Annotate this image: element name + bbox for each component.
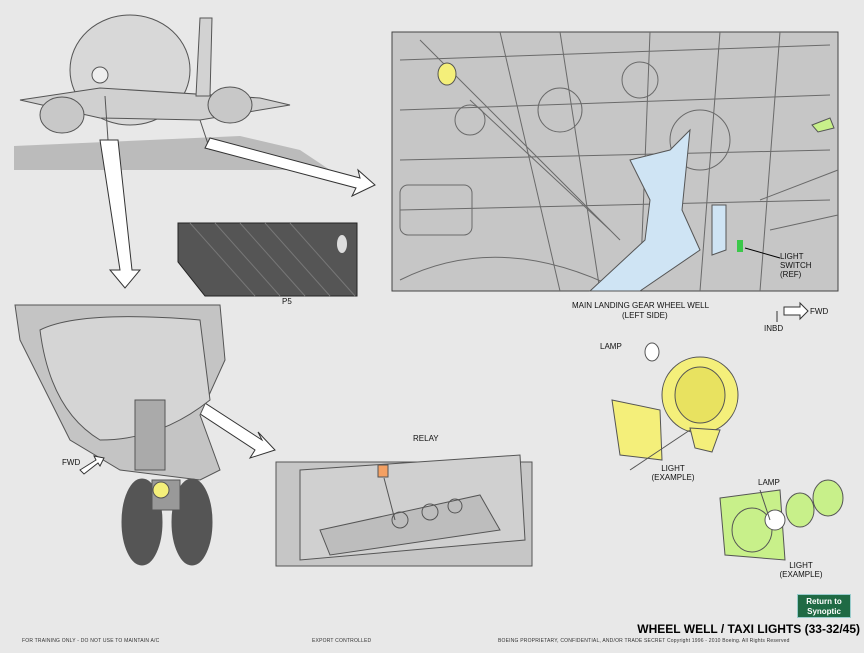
relay-label: RELAY [413,434,439,443]
fwd-right-label: FWD [810,307,829,316]
return-to-synoptic-button[interactable]: Return to Synoptic [797,594,851,618]
direction-arrows [79,301,809,475]
light-assembly-green [719,479,844,561]
relay-well-view [275,454,533,567]
main-gear-wheel-well-panel [391,31,839,292]
lamp-bottom-label: LAMP [758,478,780,487]
footer-export-note: EXPORT CONTROLLED [312,638,372,644]
nose-gear-view [14,304,226,566]
light-example-bottom-label: LIGHT (EXAMPLE) [779,561,823,579]
light-assembly-yellow [611,342,739,471]
p5-label: P5 [282,297,292,306]
light-switch-label: LIGHT SWITCH (REF) [780,252,812,279]
airplane-front-view [14,14,330,170]
inbd-label: INBD [764,324,784,333]
lamp-top-label: LAMP [600,342,622,351]
light-example-top-label: LIGHT (EXAMPLE) [651,464,695,482]
p5-panel [177,222,358,297]
left-side-label: (LEFT SIDE) [622,311,668,320]
fwd-left-label: FWD [62,458,81,467]
page-title: WHEEL WELL / TAXI LIGHTS (33-32/45) [637,622,860,636]
footer-copyright: BOEING PROPRIETARY, CONFIDENTIAL, AND/OR… [498,638,790,644]
footer-training-note: FOR TRAINING ONLY - DO NOT USE TO MAINTA… [22,638,160,644]
main-gear-well-label: MAIN LANDING GEAR WHEEL WELL [572,301,710,310]
